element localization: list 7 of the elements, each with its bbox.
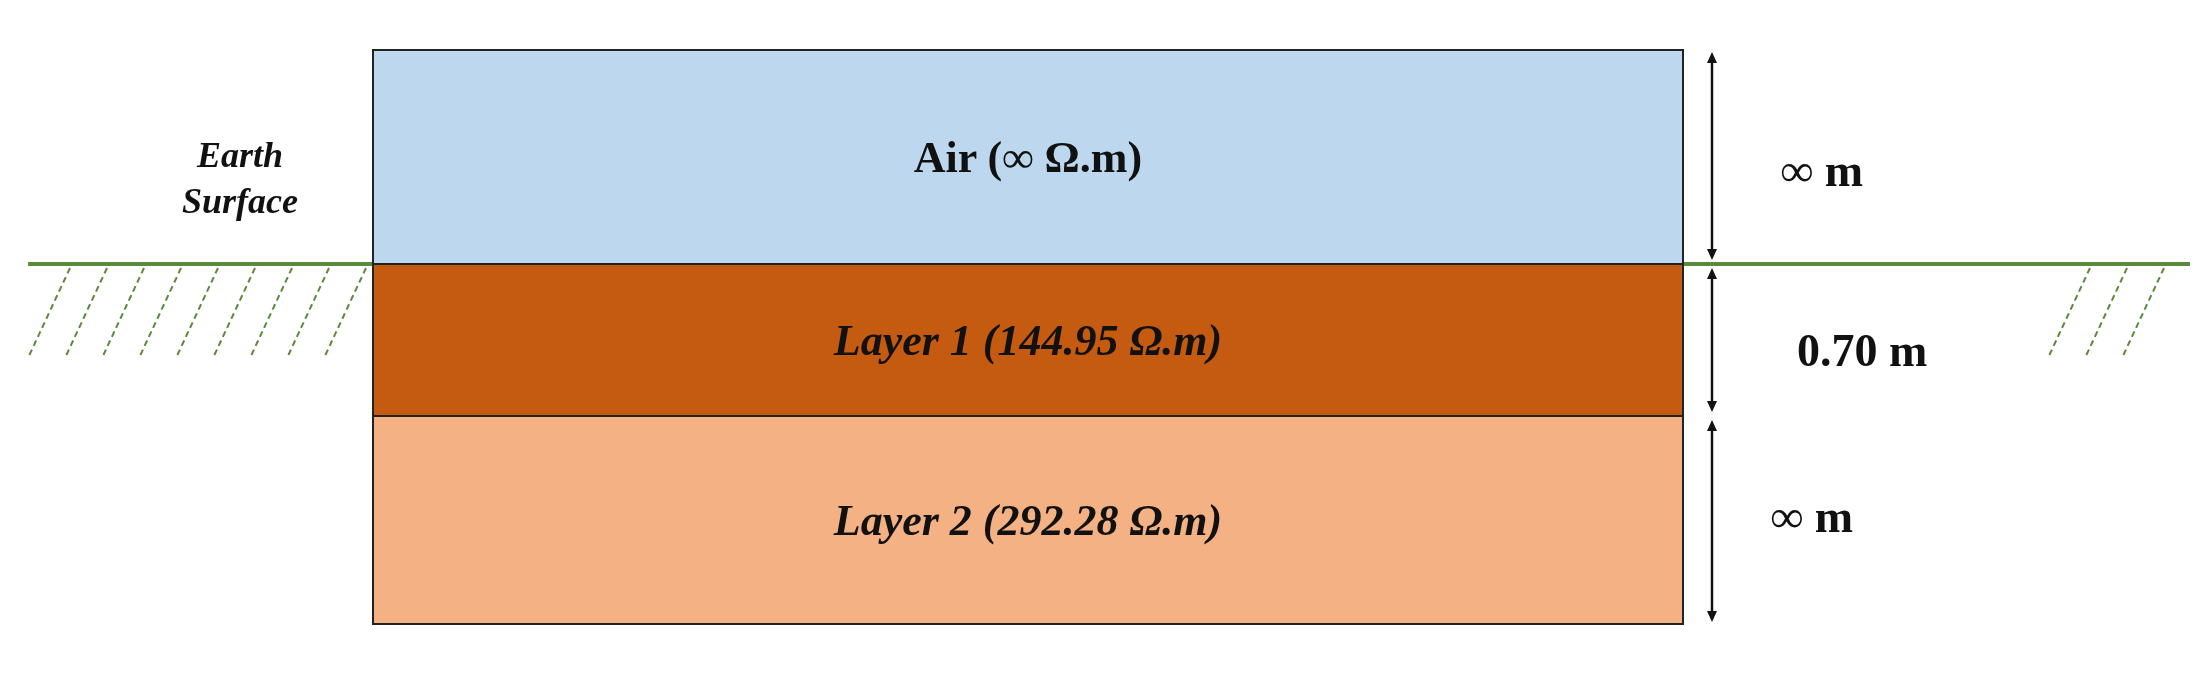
- thickness-label: ∞ m: [1770, 489, 1854, 543]
- soil-layer-band: Layer 2 (292.28 Ω.m): [372, 415, 1684, 625]
- air-layer-band: Air (∞ Ω.m): [372, 49, 1684, 265]
- surface-label: Earth Surface: [181, 134, 299, 223]
- thickness-label: 0.70 m: [1797, 323, 1928, 377]
- thickness-label: ∞ m: [1780, 143, 1864, 197]
- soil-layer-band: Layer 1 (144.95 Ω.m): [372, 263, 1684, 417]
